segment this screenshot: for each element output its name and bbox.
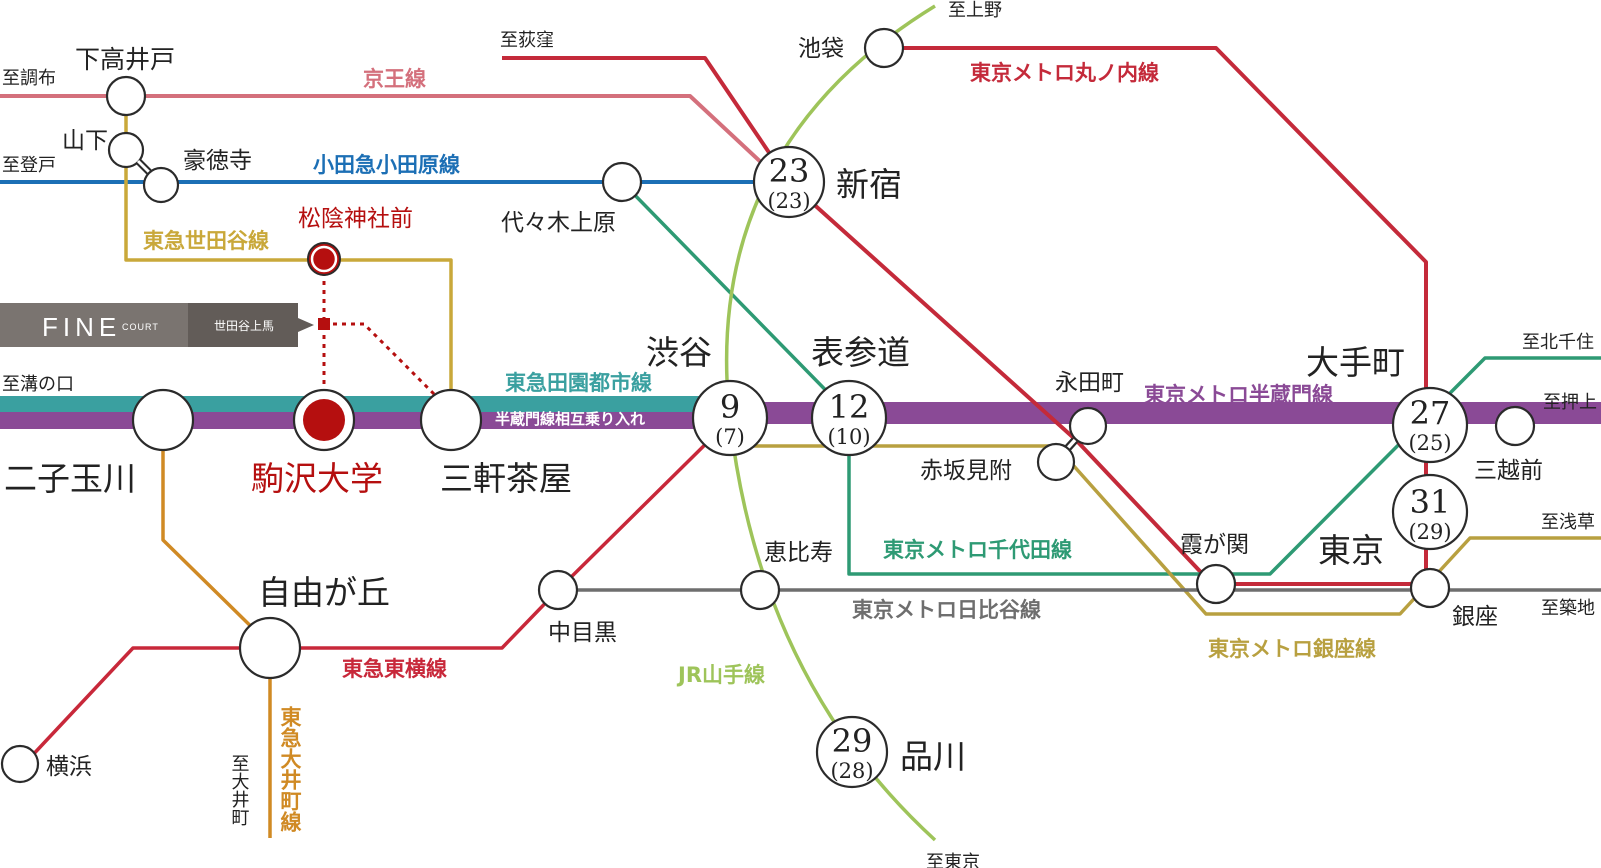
name-shimotakaido: 下高井戸 [75,45,175,74]
station-ginza [1409,567,1451,609]
dir-asakusa: 至浅草 [1541,512,1595,533]
station-shinjuku [752,145,826,219]
chiyoda-label: 東京メトロ千代田線 [883,538,1072,562]
setagaya-label: 東急世田谷線 [143,229,269,253]
minutes-shinjuku: 23 [769,152,810,190]
station-nagatacho [1068,406,1108,446]
fine-court-brand: FINE [42,312,121,342]
station-akasaka-mitsuke [1036,442,1076,482]
minutes-tokyo-sub: (29) [1408,520,1451,544]
dir-oimachi: 至大井町 [229,754,250,826]
minutes-tokyo: 31 [1410,483,1451,521]
dir-tsukiji: 至築地 [1541,598,1595,619]
denentoshi-hanzomon-band [0,396,1601,429]
dir-chofu: 至調布 [2,68,56,89]
name-nagatacho: 永田町 [1055,370,1124,396]
name-jiyugaoka: 自由が丘 [258,573,390,612]
station-ikebukuro [863,27,905,69]
walking-route [318,272,440,410]
minutes-shibuya-sub: (7) [715,425,745,449]
station-kasumigaseki [1195,563,1237,605]
dir-oshiage: 至押上 [1543,392,1597,413]
name-kasumigaseki: 霞が関 [1180,532,1249,558]
name-ebisu: 恵比寿 [764,540,833,566]
fine-court-location: 世田谷上馬 [214,319,274,333]
fine-court-sub: COURT [122,322,159,332]
fine-court-tag: FINE COURT 世田谷上馬 [0,303,314,347]
station-ebisu [739,569,781,611]
keio-line [0,94,767,168]
station-yokohama [0,744,40,784]
odakyu-label: 小田急小田原線 [313,153,460,177]
through-label: 半蔵門線相互乗り入れ [495,410,645,428]
dir-mizonokuchi: 至溝の口 [2,374,74,395]
hanzomon-label: 東京メトロ半蔵門線 [1144,383,1333,407]
minutes-shinagawa-sub: (28) [830,759,873,783]
station-shimotakaido [105,75,147,117]
toyoko-label: 東急東横線 [342,657,447,681]
name-sangenjaya: 三軒茶屋 [440,459,572,498]
minutes-shinagawa: 29 [832,722,873,760]
name-yamashita: 山下 [62,128,108,154]
station-otemachi [1391,386,1469,464]
station-yamashita [107,131,145,169]
station-yoyogi-uehara [601,161,643,203]
name-akasaka-mitsuke: 赤坂見附 [920,458,1012,484]
name-gotokuji: 豪徳寺 [183,148,252,174]
station-futako [131,388,195,452]
station-shinagawa [815,715,889,789]
name-otemachi: 大手町 [1306,343,1405,382]
name-shibuya: 渋谷 [646,333,712,372]
minutes-omotesando: 12 [829,388,870,426]
dir-ogikubo: 至荻窪 [500,30,554,51]
station-tokyo [1391,473,1469,551]
keio-label: 京王線 [363,67,426,91]
name-ginza: 銀座 [1452,604,1498,630]
minutes-otemachi: 27 [1410,394,1451,432]
name-komazawa: 駒沢大学 [251,459,383,498]
marunouchi-label: 東京メトロ丸ノ内線 [970,61,1159,85]
hibiya-label: 東京メトロ日比谷線 [852,598,1041,622]
minutes-shinjuku-sub: (23) [767,189,810,213]
station-jiyugaoka [238,616,302,680]
ginza-label: 東京メトロ銀座線 [1208,637,1376,661]
minutes-omotesando-sub: (10) [827,425,870,449]
name-futako: 二子玉川 [4,459,136,498]
name-shoin: 松陰神社前 [298,206,413,232]
dir-noborito: 至登戸 [2,155,56,176]
station-gotokuji [142,166,180,204]
minutes-shibuya: 9 [720,388,740,426]
denentoshi-label: 東急田園都市線 [505,371,652,395]
dir-ueno: 至上野 [948,0,1002,21]
oimachi-line [161,420,272,838]
station-omotesando [810,379,888,457]
name-ikebukuro: 池袋 [798,36,844,62]
ginza-line [730,444,1601,616]
station-nakameguro [537,569,579,611]
name-yokohama: 横浜 [46,754,92,780]
name-yoyogi-uehara: 代々木上原 [501,210,616,236]
name-tokyo: 東京 [1318,531,1384,570]
name-nakameguro: 中目黒 [548,620,617,646]
oimachi-label: 東急大井町線 [278,706,302,832]
station-shibuya [691,379,769,457]
toyoko-line [26,418,732,762]
yamanote-label: JR山手線 [676,663,765,687]
name-shinagawa: 品川 [900,737,966,776]
minutes-otemachi-sub: (25) [1408,431,1451,455]
marunouchi-line [502,56,791,184]
dir-tokyo-south: 至東京 [926,852,980,868]
station-sangenjaya [419,388,483,452]
station-mitsukoshimae [1494,405,1536,447]
name-shinjuku: 新宿 [836,165,902,204]
name-mitsukoshimae: 三越前 [1474,458,1543,484]
chiyoda-line [620,180,1601,576]
name-omotesando: 表参道 [811,333,910,372]
setagaya-line [124,96,453,408]
dir-kitasenju: 至北千住 [1522,332,1594,353]
